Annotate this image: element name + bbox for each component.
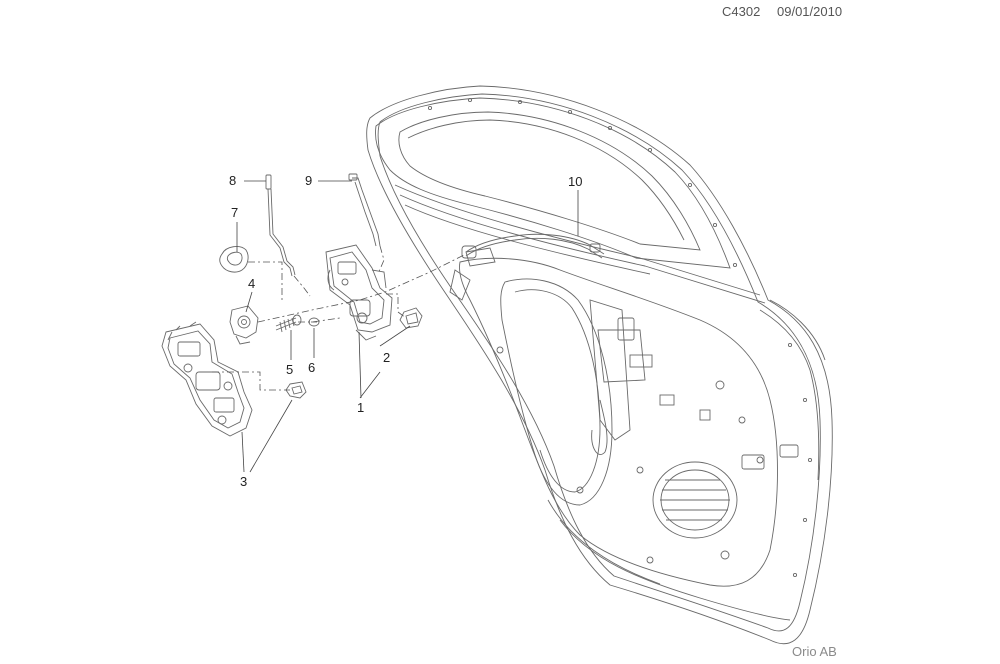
- callout-8: 8: [229, 173, 236, 188]
- part-1-door-lock: [325, 244, 393, 341]
- diagram-date: 09/01/2010: [777, 4, 843, 19]
- callout-3: 3: [240, 474, 247, 489]
- part-5-screw: [275, 314, 302, 333]
- part-2-clip: [399, 307, 423, 329]
- callout-5: 5: [286, 362, 293, 377]
- callout-6: 6: [308, 360, 315, 375]
- diagram-code: C4302: [722, 4, 761, 19]
- part-4-bracket: [229, 305, 259, 345]
- part-3-lock-actuator: [161, 321, 253, 437]
- callout-7: 7: [231, 205, 238, 220]
- part-9-rod: [348, 173, 381, 247]
- part-8-rod: [265, 174, 296, 277]
- assembly-lines: [212, 245, 467, 391]
- callout-4: 4: [248, 276, 255, 291]
- part-10-cable: [461, 233, 605, 259]
- callout-9: 9: [305, 173, 312, 188]
- part-7-grommet: [219, 246, 249, 273]
- footer-brand: Orio AB: [792, 644, 837, 659]
- callout-2: 2: [383, 350, 390, 365]
- callout-1: 1: [357, 400, 364, 415]
- rear-door-panel: [366, 85, 833, 645]
- callout-10: 10: [568, 174, 582, 189]
- leader-lines: [236, 180, 579, 473]
